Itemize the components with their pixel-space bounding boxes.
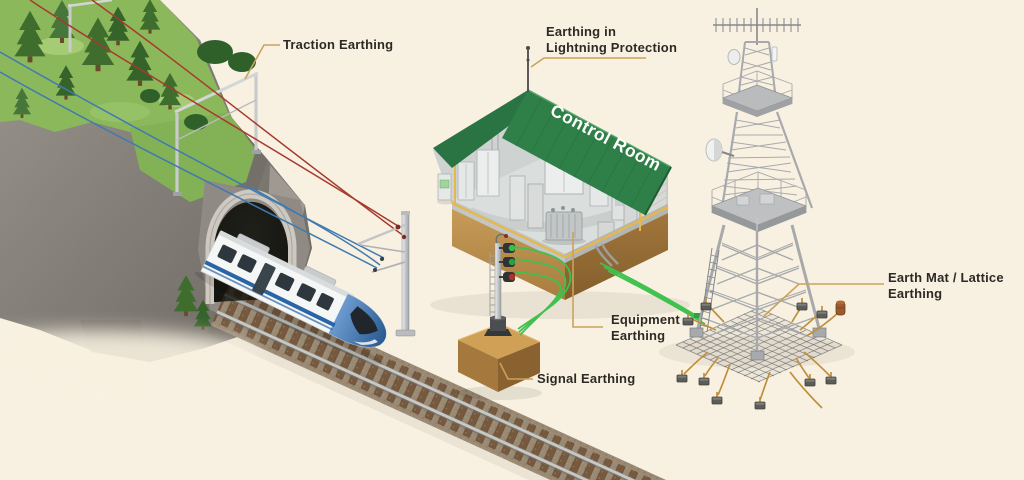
underground-cables [594,243,619,267]
tower-base-section [689,218,827,361]
equipment-cabinets [437,139,638,239]
train-stripe [204,260,336,328]
signal-lamps [499,243,516,282]
tower-top-section [727,41,778,101]
lightning-leader-line [530,57,646,68]
label-earth-mat-lattice: Earth Mat / Lattice Earthing [888,270,1004,302]
train-windshield [350,306,378,335]
label-lightning-protection: Earthing in Lightning Protection [546,24,677,56]
grass-terrace [130,112,256,202]
tower-spire [713,8,801,45]
transformer [542,206,586,245]
copper-earth-rod [835,300,846,316]
roof-main-slope [502,90,671,215]
catenary-wire-blue [0,51,385,259]
label-text: Equipment [611,312,680,327]
signal-earthing-wires [514,246,572,336]
earth-clamp [694,313,701,318]
bushes [140,40,256,130]
catenary-wire-blue [0,71,378,269]
label-text: Earth Mat / Lattice [888,270,1004,285]
train-windows [217,244,334,311]
mist [0,330,255,382]
label-signal-earthing: Signal Earthing [537,371,635,387]
telecom-tower [689,8,827,361]
dish-antenna [727,49,741,65]
tower-footing [689,327,704,338]
signal-leader-line [499,362,533,380]
label-traction-earthing: Traction Earthing [283,37,393,53]
earth-electrodes [676,297,846,410]
earth-mat-leader-line [763,283,884,317]
feeder-wire-red [91,0,405,237]
signal-mast [484,233,512,336]
label-text: Earthing [888,286,943,301]
earth-base [452,209,565,300]
label-text: Earthing [611,328,666,343]
yagi-antenna [713,18,801,32]
earth-base [565,213,668,300]
leader-lines [244,44,884,380]
label-text: Traction Earthing [283,37,394,52]
tower-upper-platform [721,70,794,117]
feeder-wire-red [29,0,399,227]
label-text: Earthing in [546,24,617,39]
train [194,230,387,366]
label-text: Signal Earthing [537,371,636,386]
tower-footing [750,350,765,361]
base-yellow-trim [451,201,669,259]
control-room-building: Control Room [430,46,690,319]
traction-leader-line [244,44,280,80]
tower-ladder [699,247,720,333]
equipment-earthing-wires [599,262,706,325]
rail [215,309,746,480]
label-equipment-earthing: Equipment Earthing [611,312,680,344]
contact-wire-blue [251,187,381,266]
tower-lower-platform [710,171,808,232]
catenary-system [0,0,416,337]
catenary-mast [357,211,416,337]
catenary-portal-far [67,0,113,52]
lightning-rod [526,46,530,92]
label-text: Lightning Protection [546,40,678,55]
roof-left-slope [433,90,528,168]
buried-earthing-wires [683,303,839,409]
tower-footing [812,327,827,338]
equipment-leader-line [572,232,603,328]
railway-track [206,281,759,480]
panel-antenna [771,46,778,62]
